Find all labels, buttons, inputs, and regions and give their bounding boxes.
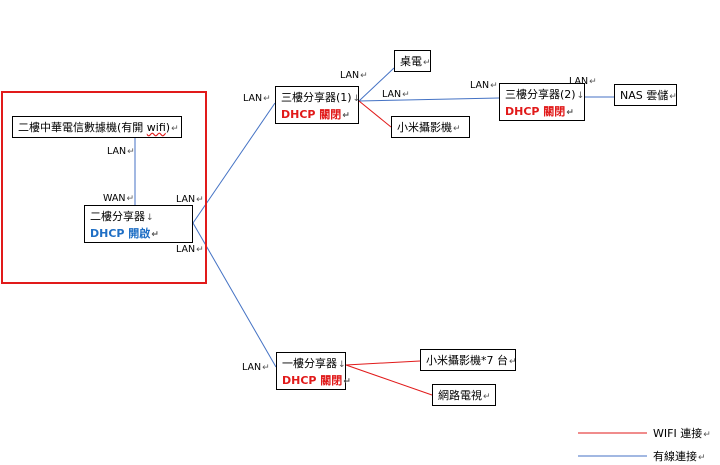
port-label-f1-lan-in: LAN↵ <box>242 362 270 373</box>
node-cht-modem: 二樓中華電信數據機(有開 wifi)↵ <box>12 116 182 138</box>
port-label-f2-lan-upper: LAN↵ <box>176 194 204 205</box>
link-floor3-router1-to-desktop <box>358 67 395 102</box>
node-floor3-router2-dhcp: DHCP 關閉 <box>505 105 566 118</box>
node-floor3-router1-dhcp: DHCP 關閉 <box>281 108 342 121</box>
node-floor3-router1-name: 三樓分享器(1) <box>281 91 352 104</box>
port-label-cht-lan: LAN↵ <box>107 146 135 157</box>
floor2-group-frame <box>1 91 207 284</box>
node-nas: NAS 雲儲↵ <box>614 84 677 106</box>
port-label-f2-lan-lower: LAN↵ <box>176 244 204 255</box>
node-xiaomi-cams7: 小米攝影機*7 台↵ <box>420 349 517 371</box>
port-label-f3r2-lan-nas: LAN↵ <box>569 76 597 87</box>
node-floor2-router: 二樓分享器↓ DHCP 開啟↵ <box>84 205 193 243</box>
node-floor1-router-dhcp: DHCP 關閉 <box>282 374 343 387</box>
node-iptv-name: 網路電視 <box>438 389 482 402</box>
node-floor3-router2-name: 三樓分享器(2) <box>505 88 576 101</box>
port-label-f2-wan: WAN↵ <box>103 193 135 204</box>
port-label-f3r1-lan-in: LAN↵ <box>243 93 271 104</box>
port-label-f3r2-lan-in: LAN↵ <box>470 80 498 91</box>
node-cht-modem-label: 二樓中華電信數據機(有開 wifi) <box>18 121 171 134</box>
node-desktop-name: 桌電 <box>400 55 422 68</box>
link-floor3-router1-to-xiaomi-cam <box>358 100 392 128</box>
node-xiaomi-cam-name: 小米攝影機 <box>397 121 452 134</box>
node-floor2-router-name: 二樓分享器 <box>90 210 145 223</box>
legend-wifi-label: WIFI 連接↵ <box>653 427 711 440</box>
node-floor3-router2: 三樓分享器(2)↓ DHCP 關閉↵ <box>499 83 585 121</box>
node-floor1-router: 一樓分享器↓ DHCP 關閉↵ <box>276 352 351 390</box>
link-floor1-router-to-xiaomi-cams7 <box>345 360 421 366</box>
node-nas-name: NAS 雲儲 <box>620 89 669 102</box>
link-floor1-router-to-iptv <box>345 364 433 396</box>
node-desktop: 桌電↵ <box>394 50 431 72</box>
node-floor1-router-name: 一樓分享器 <box>282 357 337 370</box>
node-floor3-router1: 三樓分享器(1)↓ DHCP 關閉↵ <box>275 86 360 124</box>
legend-wired-label: 有線連接↵ <box>653 450 706 463</box>
node-xiaomi-cam: 小米攝影機↵ <box>391 116 470 138</box>
port-label-f3r1-lan-desktop: LAN↵ <box>340 70 368 81</box>
link-floor3-router1-to-floor3-router2 <box>358 97 500 102</box>
node-floor2-router-dhcp: DHCP 開啟 <box>90 227 151 240</box>
node-xiaomi-cams7-name: 小米攝影機*7 台 <box>426 354 508 367</box>
port-label-f3r1-lan-out: LAN↵ <box>382 89 410 100</box>
node-iptv: 網路電視↵ <box>432 384 496 406</box>
